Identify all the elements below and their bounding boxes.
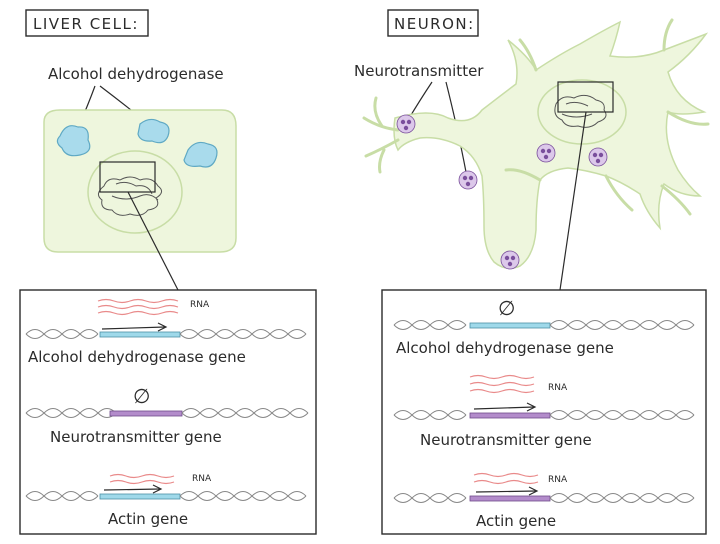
gene-bar: [469, 412, 551, 419]
no-expression-symbol: ∅: [498, 296, 515, 320]
rna-strand: [469, 381, 535, 387]
rna-strand: [97, 304, 179, 310]
rna-strand: [469, 388, 535, 394]
rna-label: RNA: [548, 475, 568, 485]
transcription-arrow: [101, 326, 166, 330]
neuron-gene-panel: [381, 289, 707, 535]
dna-left: [25, 408, 117, 418]
rna-strand: [109, 479, 175, 485]
gene-bar: [109, 410, 183, 417]
liver-gene-alcohol: RNA Alcohol dehydrogenase gene: [25, 298, 307, 366]
gene-name: Alcohol dehydrogenase gene: [396, 339, 614, 357]
liver-title: LIVER CELL:: [33, 15, 139, 33]
rna-label: RNA: [190, 300, 210, 310]
liver-zoom-box: [99, 161, 156, 193]
gene-bar: [99, 493, 181, 500]
enzyme-blob: [56, 125, 91, 157]
dna-left: [393, 493, 467, 503]
dna-right: [179, 491, 307, 501]
rna-strand: [469, 374, 535, 380]
liver-gene-neurotransmitter: ∅ Neurotransmitter gene: [25, 384, 309, 446]
vesicle: [536, 143, 556, 163]
enzyme-blob: [183, 141, 218, 168]
enzyme-blob: [137, 118, 170, 144]
liver-panel: LIVER CELL: Alcohol dehydrogenase RNA: [19, 9, 317, 535]
dna-left: [25, 329, 99, 339]
neuron-title-box: [387, 9, 479, 37]
gene-bar: [469, 322, 551, 329]
vesicle: [500, 250, 520, 270]
liver-title-box: [25, 9, 149, 37]
gene-name: Actin gene: [476, 512, 556, 530]
dna-left: [25, 491, 99, 501]
rna-strand: [473, 479, 539, 485]
liver-gene-actin: RNA Actin gene: [25, 473, 307, 528]
liver-chromatin: [98, 176, 162, 216]
transcription-arrow: [103, 488, 161, 491]
rna-strand: [97, 298, 179, 304]
dna-right: [179, 329, 307, 339]
transcription-arrow: [473, 406, 535, 410]
enzyme-label: Alcohol dehydrogenase: [48, 65, 224, 83]
neuron-gene-actin: RNA Actin gene: [393, 472, 695, 530]
gene-bar: [99, 331, 181, 338]
gene-name: Alcohol dehydrogenase gene: [28, 348, 246, 366]
liver-zoom-line: [127, 191, 179, 291]
neuron-gene-alcohol: ∅ Alcohol dehydrogenase gene: [393, 296, 695, 357]
dna-right: [181, 408, 309, 418]
vesicle: [588, 147, 608, 167]
rna-strand: [473, 472, 539, 478]
dna-right: [181, 408, 309, 418]
dendrite-branches: [362, 18, 710, 216]
liver-gene-panel: [19, 289, 317, 535]
neuron-panel: NEURON: Neurotransmitter ∅ Alcohol dehy: [354, 9, 710, 535]
vesicle-label: Neurotransmitter: [354, 62, 484, 80]
dna-right: [179, 329, 307, 339]
neuron-title: NEURON:: [394, 15, 475, 33]
dna-right: [549, 410, 695, 420]
transcription-arrowhead: [528, 486, 539, 496]
gene-name: Actin gene: [108, 510, 188, 528]
dna-right: [179, 491, 307, 501]
neuron-gene-neurotransmitter: RNA Neurotransmitter gene: [393, 374, 695, 449]
dna-right: [549, 493, 695, 503]
dna-left: [393, 410, 467, 420]
vesicle: [458, 170, 478, 190]
rna-strand: [97, 310, 179, 316]
gene-name: Neurotransmitter gene: [420, 431, 592, 449]
rna-label: RNA: [548, 383, 568, 393]
dna-right: [549, 320, 695, 330]
gene-bar: [469, 495, 551, 502]
rna-label: RNA: [192, 474, 212, 484]
gene-name: Neurotransmitter gene: [50, 428, 222, 446]
transcription-arrowhead: [152, 484, 163, 494]
neuron-zoom-line: [559, 111, 587, 291]
no-expression-symbol: ∅: [133, 384, 150, 408]
dna-left: [25, 408, 117, 418]
transcription-arrowhead: [526, 402, 537, 412]
vesicle: [396, 114, 416, 134]
transcription-arrow: [475, 490, 537, 493]
transcription-arrowhead: [157, 322, 168, 332]
rna-strand: [109, 473, 175, 479]
dna-left: [393, 320, 467, 330]
neuron-chromatin: [554, 94, 607, 128]
